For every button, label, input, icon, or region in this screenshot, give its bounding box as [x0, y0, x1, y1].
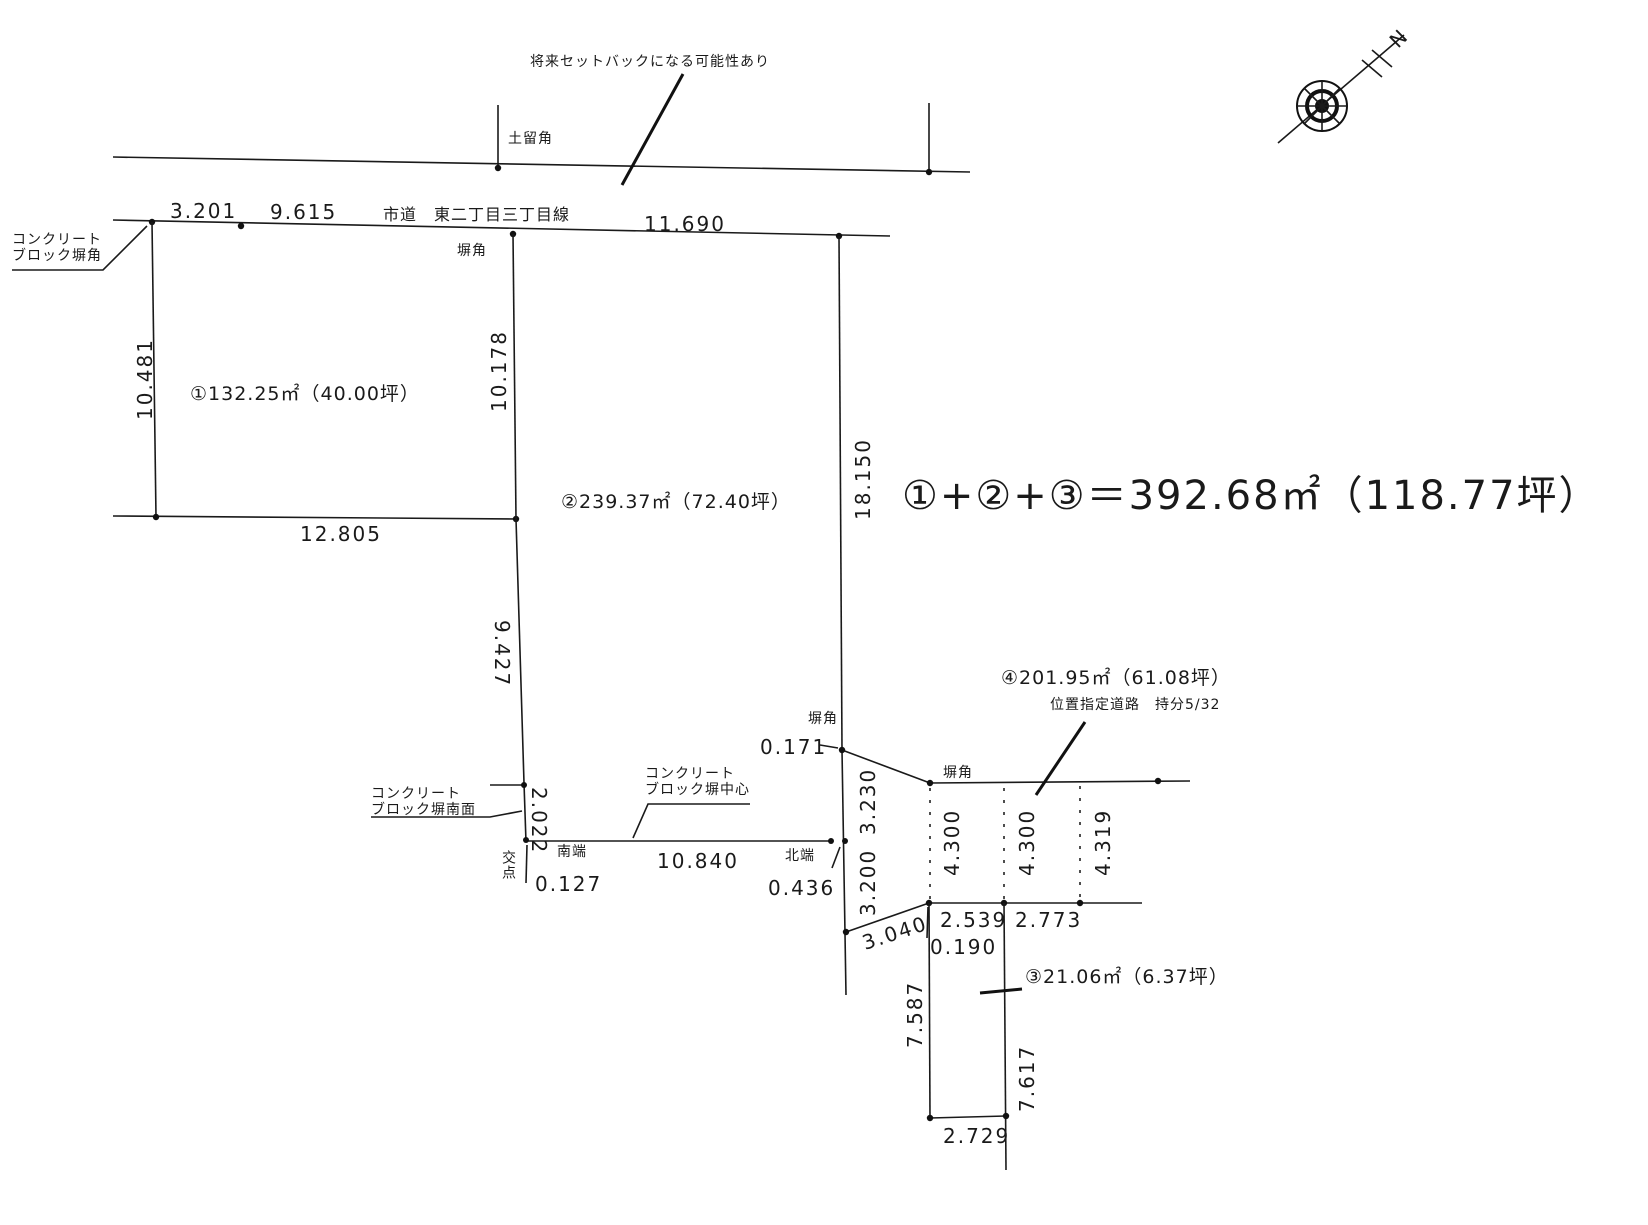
callout-leaders — [12, 225, 929, 939]
lot-3-boundary — [926, 902, 1010, 1171]
dim-4300a: 4.300 — [940, 809, 964, 876]
lot-4-area: ④201.95㎡（61.08坪） — [1001, 666, 1231, 689]
total-area: ①+②+③＝392.68㎡（118.77坪） — [902, 473, 1601, 519]
wall-corner-top-label: 塀角 — [457, 243, 487, 259]
lot-2-south-boundary — [490, 782, 848, 844]
dim-10178: 10.178 — [487, 330, 511, 412]
north-end-label: 北端 — [785, 848, 815, 864]
intersection-label: 交点 — [500, 849, 516, 880]
dim-10481: 10.481 — [133, 338, 157, 420]
dim-4319: 4.319 — [1091, 809, 1115, 876]
lot-3-area: ③21.06㎡（6.37坪） — [1025, 965, 1229, 988]
dim-2022: 2.022 — [527, 787, 551, 854]
dim-2773: 2.773 — [1015, 908, 1082, 932]
wall-corner-right-label: 塀角 — [943, 765, 973, 781]
dim-0171: 0.171 — [760, 735, 827, 759]
lot-4-leader — [1034, 721, 1087, 796]
dim-0190: 0.190 — [930, 935, 997, 959]
lot-4-designated-road — [838, 746, 1191, 936]
concrete-center-label-2: ブロック塀中心 — [645, 781, 750, 798]
dim-2729: 2.729 — [943, 1124, 1010, 1148]
dim-4300b: 4.300 — [1015, 809, 1039, 876]
dim-0127: 0.127 — [535, 872, 602, 896]
designated-road-label: 位置指定道路 持分5/32 — [1050, 697, 1220, 713]
dim-3201: 3.201 — [170, 199, 237, 223]
setback-note: 将来セットバックになる可能性あり — [530, 54, 770, 70]
dim-3040: 3.040 — [859, 911, 930, 955]
dim-3230: 3.230 — [856, 768, 880, 835]
wall-corner-mid-label: 塀角 — [808, 711, 838, 727]
north-arrow-compass-icon — [1277, 34, 1405, 144]
lot-1-area: ①132.25㎡（40.00坪） — [190, 382, 420, 405]
dim-9615: 9.615 — [270, 200, 337, 224]
setback-leader — [620, 73, 685, 186]
lot-2-boundary — [512, 233, 847, 996]
dim-3200: 3.200 — [856, 849, 880, 916]
road-name-label: 市道 東二丁目三丁目線 — [383, 205, 570, 224]
dim-7617: 7.617 — [1015, 1045, 1039, 1112]
dim-2539: 2.539 — [940, 908, 1007, 932]
concrete-center-label-1: コンクリート — [645, 766, 735, 782]
lot-1-boundary — [112, 221, 520, 523]
lot-3-leader — [979, 987, 1023, 995]
retaining-corner-label: 土留角 — [508, 131, 553, 147]
dim-0436: 0.436 — [768, 876, 835, 900]
concrete-corner-label-1: コンクリート — [12, 232, 102, 248]
dim-7587: 7.587 — [903, 981, 927, 1048]
road-upper-edge — [112, 103, 971, 176]
concrete-corner-label-2: ブロック塀角 — [12, 247, 102, 264]
concrete-south-label-2: ブロック塀南面 — [371, 801, 476, 818]
south-end-label: 南端 — [557, 844, 587, 860]
dim-11690: 11.690 — [644, 212, 726, 236]
dim-12805: 12.805 — [300, 522, 382, 546]
dim-9427: 9.427 — [490, 620, 514, 687]
dim-10840: 10.840 — [657, 849, 739, 873]
dim-18150: 18.150 — [851, 438, 875, 520]
concrete-south-label-1: コンクリート — [371, 786, 461, 802]
lot-2-area: ②239.37㎡（72.40坪） — [561, 490, 791, 513]
